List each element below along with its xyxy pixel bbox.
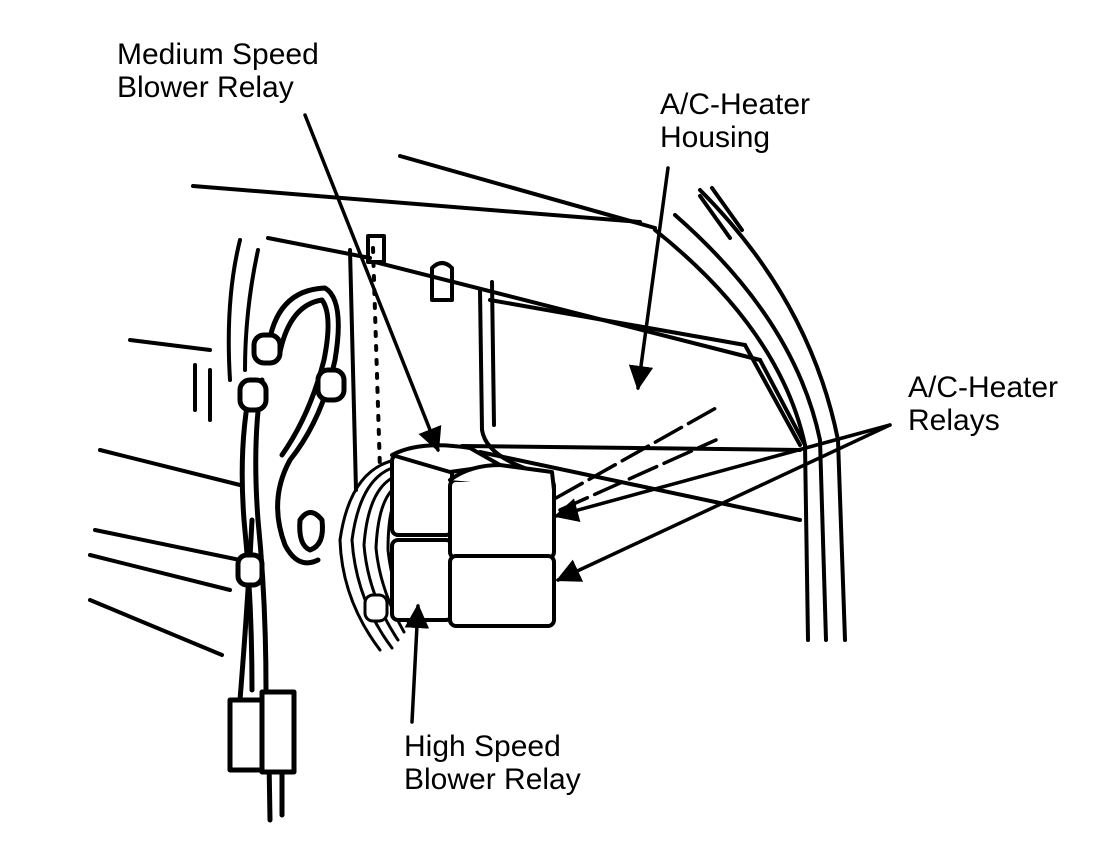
relay-block (390, 443, 556, 628)
relays-label-line2: Relays (908, 404, 1000, 437)
housing-label-line1: A/C-Heater (660, 88, 811, 121)
ac-heater-relay-upper (448, 478, 556, 560)
ac-heater-relay-lower (448, 554, 556, 628)
ac-heater-relays-label: A/C-Heater Relays (908, 371, 1058, 437)
ac-heater-housing-label: A/C-Heater Housing (660, 88, 810, 154)
door-pillar-outline (653, 186, 847, 642)
relays-label-line1: A/C-Heater (908, 371, 1059, 404)
callout-pointers (303, 113, 892, 724)
housing-label-line2: Housing (660, 121, 771, 154)
high-speed-blower-relay-label: High Speed Blower Relay (404, 730, 581, 796)
high-speed-relay (390, 538, 454, 622)
high-speed-label-line1: High Speed (404, 730, 561, 763)
medium-speed-label-line1: Medium Speed (117, 38, 319, 71)
housing-outline (88, 154, 807, 657)
wiring-harness (227, 285, 347, 823)
medium-speed-blower-relay-label: Medium Speed Blower Relay (117, 38, 319, 104)
high-speed-label-line2: Blower Relay (404, 763, 581, 796)
medium-speed-label-line2: Blower Relay (117, 71, 294, 104)
